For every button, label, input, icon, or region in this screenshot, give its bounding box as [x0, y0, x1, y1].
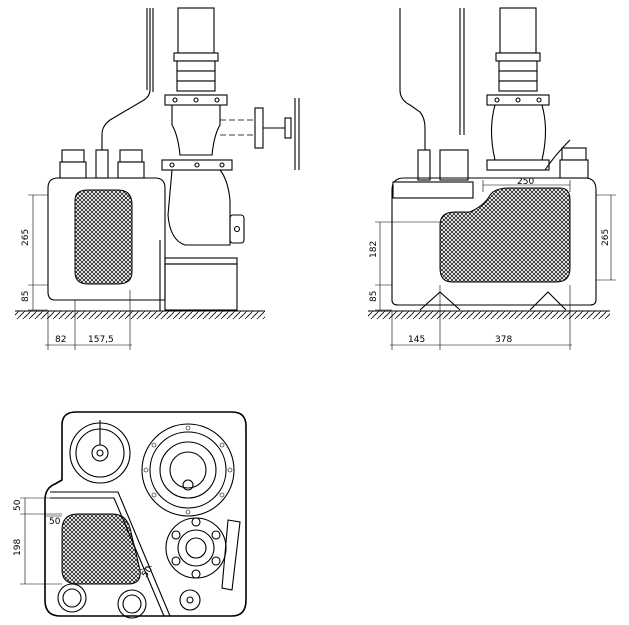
dim-378: 378	[495, 335, 512, 345]
side-view-right: 250 182 85 265 145 378	[368, 7, 616, 350]
dim-82: 82	[55, 335, 66, 345]
dim-182: 182	[369, 241, 379, 258]
dim-250: 250	[517, 177, 534, 187]
discharge-pipe-right	[499, 7, 537, 54]
dim-198: 198	[13, 539, 23, 556]
valve-body	[171, 104, 221, 156]
discharge-pipe	[177, 7, 215, 54]
pump-housing	[167, 169, 231, 246]
side-view-left: 265 85 82 157,5	[15, 7, 300, 350]
dim-157-5: 157,5	[88, 335, 114, 345]
valve-right	[490, 104, 547, 161]
dim-85-right: 85	[369, 291, 379, 302]
dim-265-right: 265	[601, 229, 611, 246]
dim-50-top: 50	[13, 499, 23, 511]
hatched-area-right	[439, 187, 571, 283]
hatched-area-top	[61, 513, 141, 585]
housing-outline	[44, 411, 247, 617]
tank-right	[391, 177, 597, 306]
main-flange	[141, 423, 235, 517]
dim-50-side: 50	[49, 517, 61, 527]
dim-50-diag: 50	[140, 564, 155, 579]
dim-85-left: 85	[21, 291, 31, 302]
port-right	[179, 589, 201, 611]
hatched-area-left	[74, 189, 133, 285]
side-flange	[254, 107, 264, 149]
port-center	[117, 589, 147, 619]
ground-hatch-right	[368, 311, 610, 319]
dim-145: 145	[408, 335, 425, 345]
top-view: 50 50 198 50	[13, 411, 247, 619]
ground-hatch-left	[15, 311, 265, 319]
lower-flange	[165, 517, 227, 579]
dim-265-left: 265	[21, 229, 31, 246]
tank-left	[47, 177, 166, 301]
upper-flange	[164, 94, 228, 106]
port-left	[57, 583, 87, 613]
